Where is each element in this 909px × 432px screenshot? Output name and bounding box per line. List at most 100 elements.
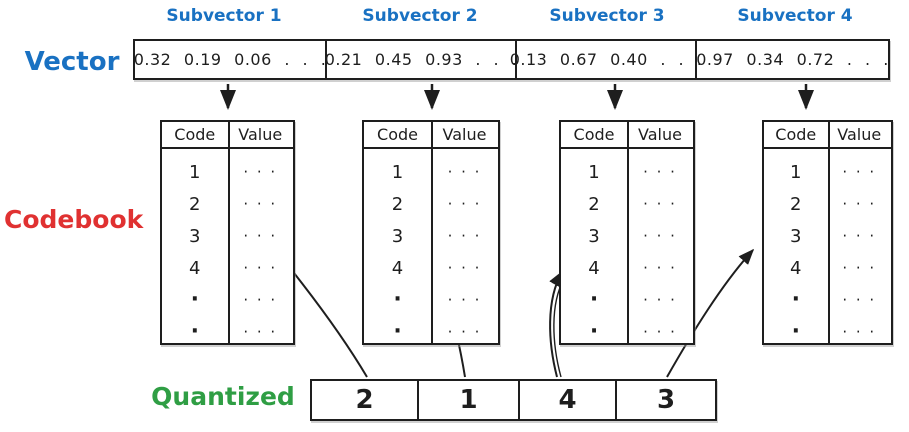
quantized-label: Quantized [151, 382, 295, 411]
table-row: 2 · · · [162, 188, 293, 220]
value-cell: · · · [643, 259, 677, 277]
subvector-3-label: Subvector 3 [549, 6, 665, 26]
table-row: 2 · · · [561, 188, 693, 220]
table-row: 3 · · · [561, 220, 693, 252]
code-column-header: Code [174, 125, 216, 144]
code-cell: · [190, 287, 199, 312]
value-cell: · · · [243, 291, 278, 309]
value-cell: · · · [243, 195, 278, 213]
table-row: · · · · [162, 284, 293, 316]
quantized-cell-4: 3 [656, 385, 676, 415]
code-cell: · [190, 319, 199, 344]
table-row: · · · · [364, 284, 498, 316]
table-row: · · · · [561, 316, 693, 348]
value-cell: · · · [643, 163, 677, 181]
code-column-header: Code [573, 125, 615, 144]
value-cell: · · · [842, 227, 877, 245]
code-cell: · [791, 319, 800, 344]
code-cell: · [393, 319, 402, 344]
table-row: 2 · · · [764, 188, 891, 220]
code-cell: 2 [189, 193, 201, 215]
value-cell: · · · [643, 323, 677, 341]
value-cell: · · · [447, 259, 482, 277]
code-cell: · [589, 287, 599, 312]
value-cell: · · · [447, 227, 482, 245]
subvector-1-label: Subvector 1 [166, 6, 282, 26]
value-column-header: Value [638, 125, 682, 144]
code-cell: 3 [189, 225, 201, 247]
value-cell: · · · [447, 195, 482, 213]
table-row: · · · · [162, 316, 293, 348]
quantized-cell-1: 2 [312, 381, 419, 419]
table-row: 1 · · · [561, 156, 693, 188]
value-cell: · · · [243, 227, 278, 245]
table-row: 1 · · · [764, 156, 891, 188]
value-cell: · · · [643, 195, 677, 213]
value-column-header: Value [442, 125, 487, 144]
codebook-table-4: Code Value 1 · · · 2 · · · 3 · · · 4 · · · ·… [762, 120, 893, 345]
subvector-2-label: Subvector 2 [362, 6, 478, 26]
value-cell: · · · [842, 259, 877, 277]
table-row: 3 · · · [764, 220, 891, 252]
table-row: 4· · · [561, 252, 693, 284]
code-cell: · [791, 287, 800, 312]
value-cell: · · · [243, 323, 278, 341]
code-cell: 1 [790, 161, 802, 183]
quantized-cell-2: 1 [419, 381, 520, 419]
code-cell: 2 [391, 193, 404, 215]
vector-label: Vector [24, 47, 120, 77]
code-cell: · [589, 319, 599, 344]
code-cell: 3 [588, 225, 600, 247]
value-cell: · · · [842, 163, 877, 181]
codebook-label: Codebook [4, 205, 144, 234]
value-column-header: Value [837, 125, 882, 144]
code-cell: 3 [391, 225, 404, 247]
table-row: 1 · · · [162, 156, 293, 188]
table-row: 4 · · · [162, 252, 293, 284]
codebook-table-2: Code Value 1 · · · 2 · · · 3 · · · 4 · · · ·… [362, 120, 500, 345]
value-cell: · · · [243, 259, 278, 277]
vector-segment-3: 0.13 0.67 0.40 . . . [510, 41, 702, 78]
quantized-cell-3: 4 [520, 381, 617, 419]
codebook-table-1: Code Value 1 · · · 2 · · · 3 · · · 4 · · · ·… [160, 120, 295, 345]
code-column-header: Code [775, 125, 817, 144]
code-cell: 1 [189, 161, 201, 183]
table-row: 3 · · · [364, 220, 498, 252]
table-row: · · · · [561, 284, 693, 316]
code-cell: · [393, 287, 402, 312]
table-row: 4 · · · [364, 252, 498, 284]
table-row: · · · · [764, 284, 891, 316]
subvector-4-label: Subvector 4 [737, 6, 853, 26]
codebook-table-3: Code Value 1 · · · 2 · · · 3 · · · 4· · · ·… [559, 120, 695, 345]
value-cell: · · · [447, 291, 482, 309]
table-row: 1 · · · [364, 156, 498, 188]
table-row: · · · · [364, 316, 498, 348]
code-cell: 3 [790, 225, 802, 247]
value-cell: · · · [447, 323, 482, 341]
value-cell: · · · [842, 291, 877, 309]
value-cell: · · · [447, 163, 482, 181]
vector-segment-4: 0.97 0.34 0.72 . . . [696, 50, 889, 69]
code-cell: 4 [189, 257, 201, 279]
code-cell: 4 [790, 257, 802, 279]
value-cell: · · · [243, 163, 278, 181]
table-row: 4 · · · [764, 252, 891, 284]
vector-box: 0.32 0.19 0.06 . . . 0.21 0.45 0.93 . . … [133, 39, 890, 80]
code-cell: 2 [790, 193, 802, 215]
code-cell: 1 [391, 161, 404, 183]
value-cell: · · · [643, 227, 677, 245]
code-cell: 4 [391, 257, 404, 279]
table-row: 3 · · · [162, 220, 293, 252]
value-cell: · · · [842, 195, 877, 213]
code-column-header: Code [377, 125, 418, 144]
quantized-row: 2 1 4 3 [310, 379, 717, 421]
value-cell: · · · [842, 323, 877, 341]
code-cell: 1 [588, 161, 600, 183]
vector-segment-2: 0.21 0.45 0.93 . . . [325, 41, 517, 78]
table-row: · · · · [764, 316, 891, 348]
table-row: 2 · · · [364, 188, 498, 220]
value-column-header: Value [238, 125, 283, 144]
value-cell: · · · [643, 291, 677, 309]
code-cell: 2 [588, 193, 600, 215]
